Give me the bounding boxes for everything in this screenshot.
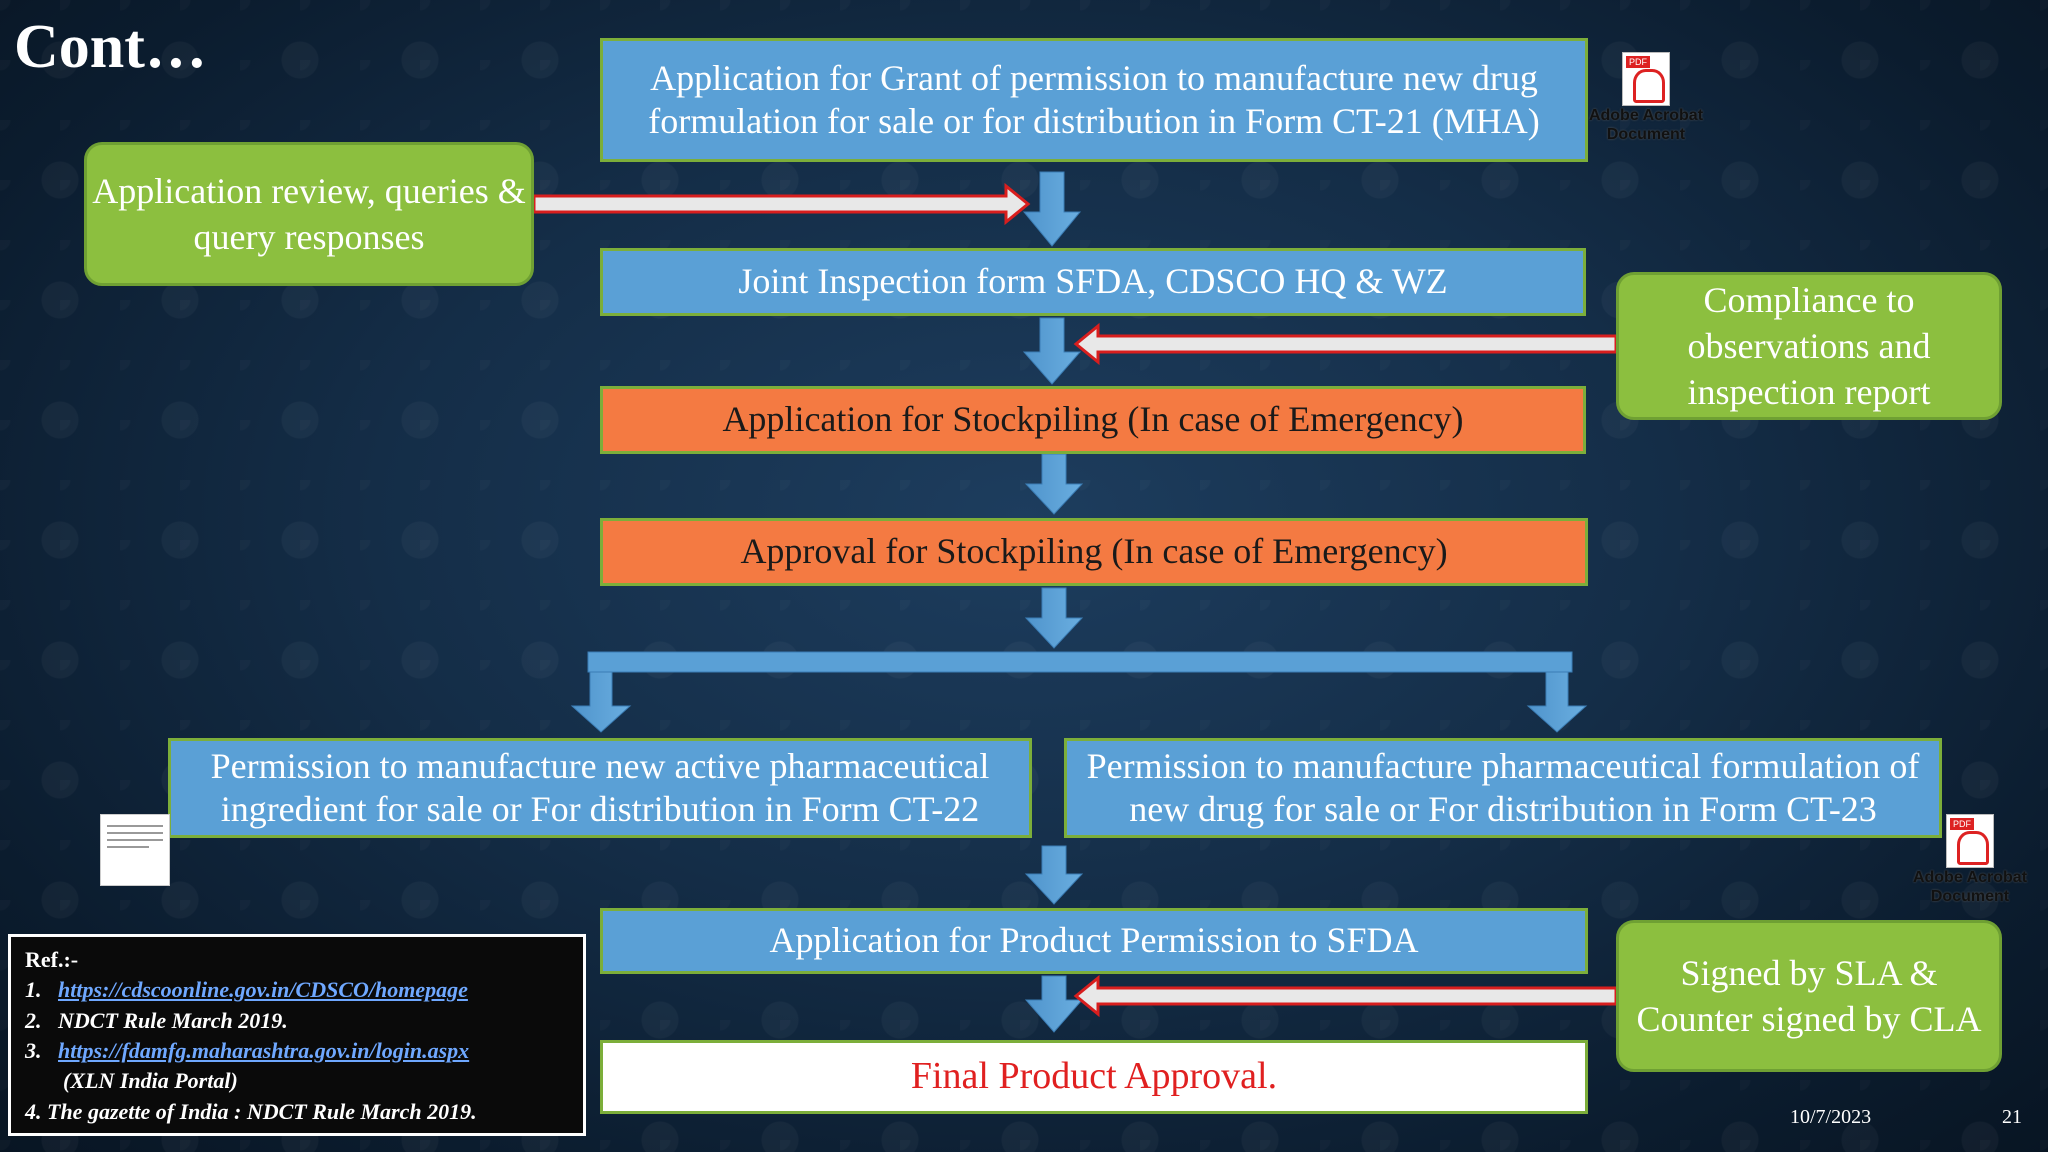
step-stockpiling-application: Application for Stockpiling (In case of … [600,386,1586,454]
pdf-attachment-top[interactable]: PDF Adobe Acrobat Document [1586,52,1706,144]
note-compliance: Compliance to observations and inspectio… [1616,272,2002,420]
arrow-down-4 [1024,587,1084,649]
references-box: Ref.:- 1. https://cdscoonline.gov.in/CDS… [8,934,586,1136]
reference-link-cdsco[interactable]: https://cdscoonline.gov.in/CDSCO/homepag… [58,977,468,1003]
references-heading: Ref.:- [25,947,79,972]
arrow-review-right [532,182,1031,226]
reference-item-3: 3. https://fdamfg.maharashtra.gov.in/log… [25,1038,470,1064]
step-product-permission: Application for Product Permission to SF… [600,908,1588,974]
arrow-down-5 [1024,845,1084,905]
arrow-down-6 [1024,975,1084,1033]
pdf-caption-line1: Adobe Acrobat [1912,869,2028,886]
arrow-down-1 [1022,171,1082,247]
arrow-branch-left [570,671,632,733]
slide-date: 10/7/2023 [1790,1106,1872,1128]
slide-number: 21 [2002,1106,2022,1128]
reference-item-4: 4. The gazette of India : NDCT Rule Marc… [25,1098,477,1124]
document-thumbnail-icon[interactable] [100,814,170,886]
step-permission-ct22: Permission to manufacture new active pha… [168,738,1032,838]
arrow-down-3 [1024,453,1084,515]
pdf-caption-line1: Adobe Acrobat [1588,107,1704,124]
adobe-pdf-icon: PDF [1622,52,1670,106]
arrow-compliance-left [1073,322,1618,366]
arrow-signed-left [1073,974,1618,1018]
step-permission-ct23: Permission to manufacture pharmaceutical… [1064,738,1942,838]
note-signed: Signed by SLA & Counter signed by CLA [1616,920,2002,1072]
pdf-caption-line2: Document [1930,888,2010,906]
reference-item-2: 2. NDCT Rule March 2019. [25,1007,288,1033]
slide-title: Cont… [14,13,207,81]
arrow-down-2 [1022,317,1082,385]
reference-item-1: 1. https://cdscoonline.gov.in/CDSCO/home… [25,977,468,1003]
step-stockpiling-approval: Approval for Stockpiling (In case of Eme… [600,518,1588,586]
step-final-approval: Final Product Approval. [600,1040,1588,1114]
pdf-attachment-bottom[interactable]: PDF Adobe Acrobat Document [1910,814,2030,906]
reference-link-fdamfg[interactable]: https://fdamfg.maharashtra.gov.in/login.… [58,1038,470,1064]
note-application-review: Application review, queries & query resp… [84,142,534,286]
adobe-pdf-icon: PDF [1946,814,1994,868]
pdf-caption-line2: Document [1606,126,1686,144]
arrow-branch-right [1526,671,1588,733]
branch-bar [587,651,1573,673]
reference-item-3-note: (XLN India Portal) [63,1068,238,1094]
step-application-ct21: Application for Grant of permission to m… [600,38,1588,162]
step-joint-inspection: Joint Inspection form SFDA, CDSCO HQ & W… [600,248,1586,316]
